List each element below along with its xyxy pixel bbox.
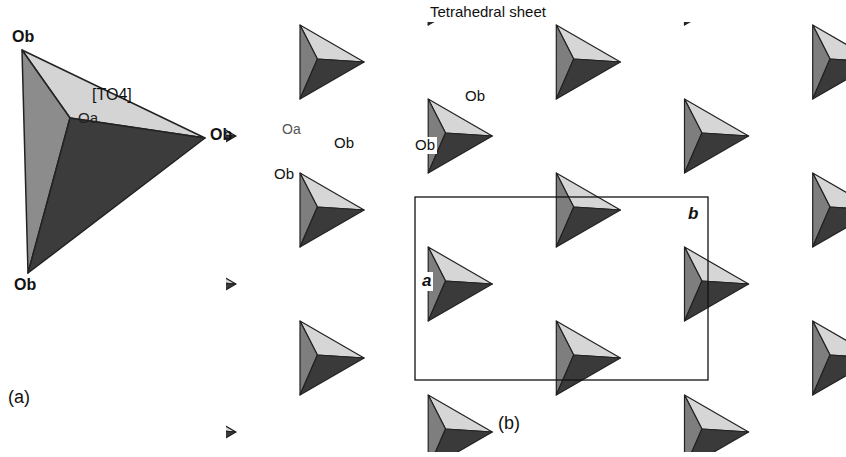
oxygen-label: Ob xyxy=(210,126,232,144)
oxygen-label: Ob xyxy=(14,276,36,294)
oxygen-label: Ob xyxy=(463,88,487,105)
oxygen-label: Ob xyxy=(12,28,34,46)
tetrahedron-face xyxy=(226,281,236,321)
single-tetrahedron xyxy=(22,50,205,273)
oxygen-label: Ob xyxy=(413,137,437,154)
tetrahedron-face xyxy=(813,355,846,395)
tetrahedron-face xyxy=(685,429,749,452)
axis-label: a xyxy=(420,272,433,291)
oxygen-label: Oa xyxy=(78,110,98,127)
tetrahedron-face xyxy=(428,429,492,452)
tetrahedron-face xyxy=(226,395,236,432)
tetrahedron-face xyxy=(300,59,364,99)
tetrahedron-face xyxy=(428,281,492,321)
axis-label: b xyxy=(686,205,700,224)
formula-label: [TO4] xyxy=(92,86,132,104)
tetrahedron-face xyxy=(556,355,620,395)
tetrahedron-face xyxy=(813,59,846,99)
panel-title: Tetrahedral sheet xyxy=(430,4,546,21)
tetrahedron-face xyxy=(226,247,236,284)
tetrahedron-face xyxy=(300,355,364,395)
tetrahedron-face xyxy=(685,22,749,25)
panel-label: (a) xyxy=(8,388,30,408)
tetrahedron-face xyxy=(685,281,749,321)
tetrahedron-face xyxy=(556,59,620,99)
tetrahedral-sheet xyxy=(226,22,846,452)
tetrahedron-face xyxy=(685,133,749,173)
tetrahedron-face xyxy=(300,207,364,247)
tetrahedron-face xyxy=(813,207,846,247)
tetrahedron-face xyxy=(226,429,236,452)
tetrahedron-face xyxy=(428,22,492,25)
tetrahedron-face xyxy=(226,22,236,25)
tetrahedron-face xyxy=(556,207,620,247)
oxygen-label: Ob xyxy=(332,135,356,152)
oxygen-label: Ob xyxy=(272,166,296,183)
tetrahedron-face xyxy=(428,133,492,173)
panel-label: (b) xyxy=(498,414,520,434)
unit-cell xyxy=(415,197,708,380)
oxygen-label: Oa xyxy=(280,122,303,137)
